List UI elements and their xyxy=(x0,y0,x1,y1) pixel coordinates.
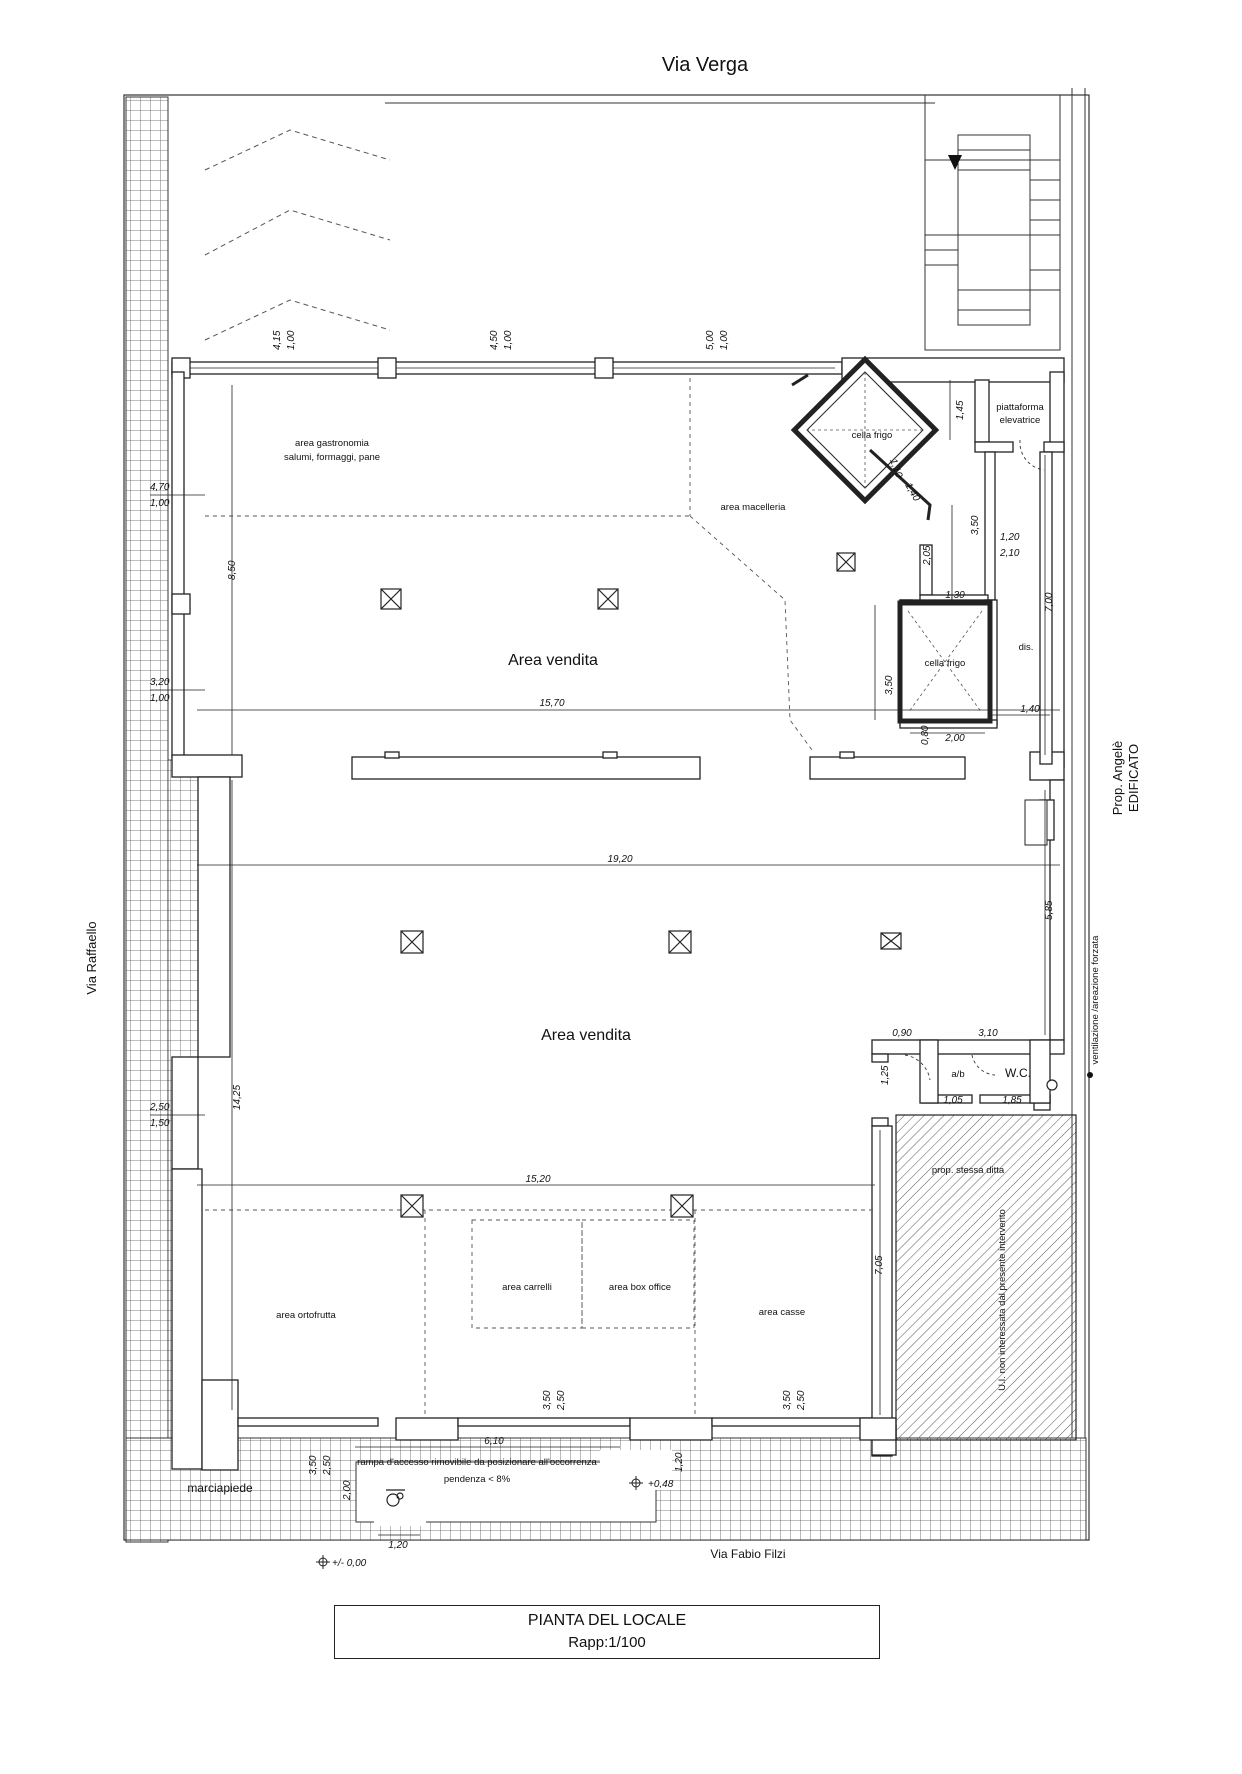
wheelchair-icon xyxy=(386,1489,405,1507)
dim-048: +0,48 xyxy=(648,1479,674,1490)
dim-610: 6,10 xyxy=(484,1436,504,1447)
dim-185: 1,85 xyxy=(1002,1095,1022,1106)
dim-310: 3,10 xyxy=(978,1028,998,1039)
dim-1570: 15,70 xyxy=(539,698,564,709)
dim-200b: 2,00 xyxy=(342,1480,353,1501)
label-non-interessata: U.I. non interessata dal presente interv… xyxy=(997,1209,1008,1391)
dim-120c: 1,20 xyxy=(388,1540,408,1551)
cella-frigo-top xyxy=(790,355,940,505)
label-rampa-1: rampa d'accesso rimovibile da posizionar… xyxy=(357,1457,597,1468)
dim-level: +/- 0,00 xyxy=(332,1558,367,1569)
stair-arrow-icon xyxy=(948,155,962,170)
dim-140b: 1,40 xyxy=(1020,704,1040,715)
dim-1920: 19,20 xyxy=(607,854,632,865)
label-cella-frigo-mid: cella frigo xyxy=(925,658,966,669)
dim-585: 5,85 xyxy=(1044,900,1055,920)
west-wall xyxy=(171,371,243,1471)
dim-west1-top: 4,70 xyxy=(150,482,170,493)
hatched-property xyxy=(895,1114,1077,1441)
label-carrelli: area carrelli xyxy=(502,1282,552,1293)
column-marks xyxy=(380,552,902,1218)
dim-080: 0,80 xyxy=(920,725,931,745)
label-marciapiede: marciapiede xyxy=(187,1481,253,1495)
west-sidewalk xyxy=(125,96,169,1543)
dim-125: 1,25 xyxy=(880,1065,891,1085)
south-wall xyxy=(237,1417,897,1441)
title-main: PIANTA DEL LOCALE xyxy=(527,1612,687,1629)
dim-130: 1,30 xyxy=(945,590,965,601)
dim-s2-bot: 2,50 xyxy=(556,1390,567,1411)
dim-s2-top: 3,50 xyxy=(542,1390,553,1410)
dim-090: 0,90 xyxy=(892,1028,912,1039)
label-dis: dis. xyxy=(1019,642,1034,653)
dim-west3-bot: 1,50 xyxy=(150,1118,170,1129)
dim-s1-bot: 2,50 xyxy=(322,1455,333,1476)
cella-frigo-mid xyxy=(897,600,993,724)
label-rampa-2: pendenza < 8% xyxy=(444,1474,511,1485)
dim-w1-bot: 1,00 xyxy=(286,330,297,350)
dim-west1-bot: 1,00 xyxy=(150,498,170,509)
east-wall xyxy=(871,371,1065,1457)
dim-210-bot: 2,10 xyxy=(999,548,1020,559)
title-block: PIANTA DEL LOCALE Rapp:1/100 xyxy=(334,1605,880,1659)
dim-1520: 15,20 xyxy=(525,1174,550,1185)
dim-120-top: 1,20 xyxy=(1000,532,1020,543)
shelving xyxy=(351,751,966,780)
dim-s3-top: 3,50 xyxy=(782,1390,793,1410)
parking-chevrons xyxy=(204,129,391,341)
dim-s1-top: 3,50 xyxy=(308,1455,319,1475)
dim-350b: 3,50 xyxy=(884,675,895,695)
dim-west2-top: 3,20 xyxy=(150,677,170,688)
dim-140a: 1,40 xyxy=(902,481,921,504)
label-ab: a/b xyxy=(951,1069,964,1080)
dim-105: 1,05 xyxy=(943,1095,963,1106)
dim-350a: 3,50 xyxy=(970,515,981,535)
dim-west3-top: 2,50 xyxy=(149,1102,170,1113)
dim-w2-top: 4,50 xyxy=(489,330,500,350)
zone-lines xyxy=(205,378,875,1420)
label-gastronomia-2: salumi, formaggi, pane xyxy=(284,452,380,463)
label-gastronomia-1: area gastronomia xyxy=(295,438,370,449)
street-east-line2: EDIFICATO xyxy=(1126,744,1141,812)
dim-w1-top: 4,15 xyxy=(272,330,283,350)
dim-705: 7,05 xyxy=(874,1255,885,1275)
street-east-line1: Prop. Angelè xyxy=(1110,741,1125,815)
doors xyxy=(904,439,1045,1081)
north-wall xyxy=(171,357,1065,383)
label-vendita-lower: Area vendita xyxy=(541,1027,631,1044)
title-scale: Rapp:1/100 xyxy=(568,1634,646,1651)
label-piattaforma-2: elevatrice xyxy=(1000,415,1041,426)
label-box-office: area box office xyxy=(609,1282,671,1293)
dimension-lines xyxy=(150,380,1060,1536)
label-piattaforma-1: piattaforma xyxy=(996,402,1044,413)
label-ortofrutta: area ortofrutta xyxy=(276,1310,336,1321)
street-south: Via Fabio Filzi xyxy=(710,1547,785,1561)
label-macelleria: area macelleria xyxy=(721,502,787,513)
street-west: Via Raffaello xyxy=(84,921,99,994)
label-vendita-upper: Area vendita xyxy=(508,652,598,669)
label-cella-frigo-top: cella frigo xyxy=(852,430,893,441)
vent-icon xyxy=(1046,1079,1058,1091)
dim-200: 2,00 xyxy=(944,733,965,744)
dim-1425: 14,25 xyxy=(232,1085,243,1110)
level-marker-icon xyxy=(316,1476,643,1569)
dim-850: 8,50 xyxy=(227,560,238,580)
label-stessa-ditta: prop. stessa ditta xyxy=(932,1165,1005,1176)
street-north: Via Verga xyxy=(662,54,749,76)
dim-700: 7,00 xyxy=(1044,592,1055,612)
dim-s3-bot: 2,50 xyxy=(796,1390,807,1411)
dim-w2-bot: 1,00 xyxy=(503,330,514,350)
dim-145: 1,45 xyxy=(955,400,966,420)
dim-120b: 1,20 xyxy=(674,1452,685,1472)
dim-west2-bot: 1,00 xyxy=(150,693,170,704)
dim-205: 2,05 xyxy=(922,545,933,566)
label-casse: area casse xyxy=(759,1307,805,1318)
label-ventilazione: ventilazione /areazione forzata xyxy=(1090,935,1101,1065)
dim-w3-top: 5,00 xyxy=(705,330,716,350)
dim-w3-bot: 1,00 xyxy=(719,330,730,350)
label-wc: W.C. xyxy=(1005,1066,1031,1080)
stairs xyxy=(924,94,1061,351)
